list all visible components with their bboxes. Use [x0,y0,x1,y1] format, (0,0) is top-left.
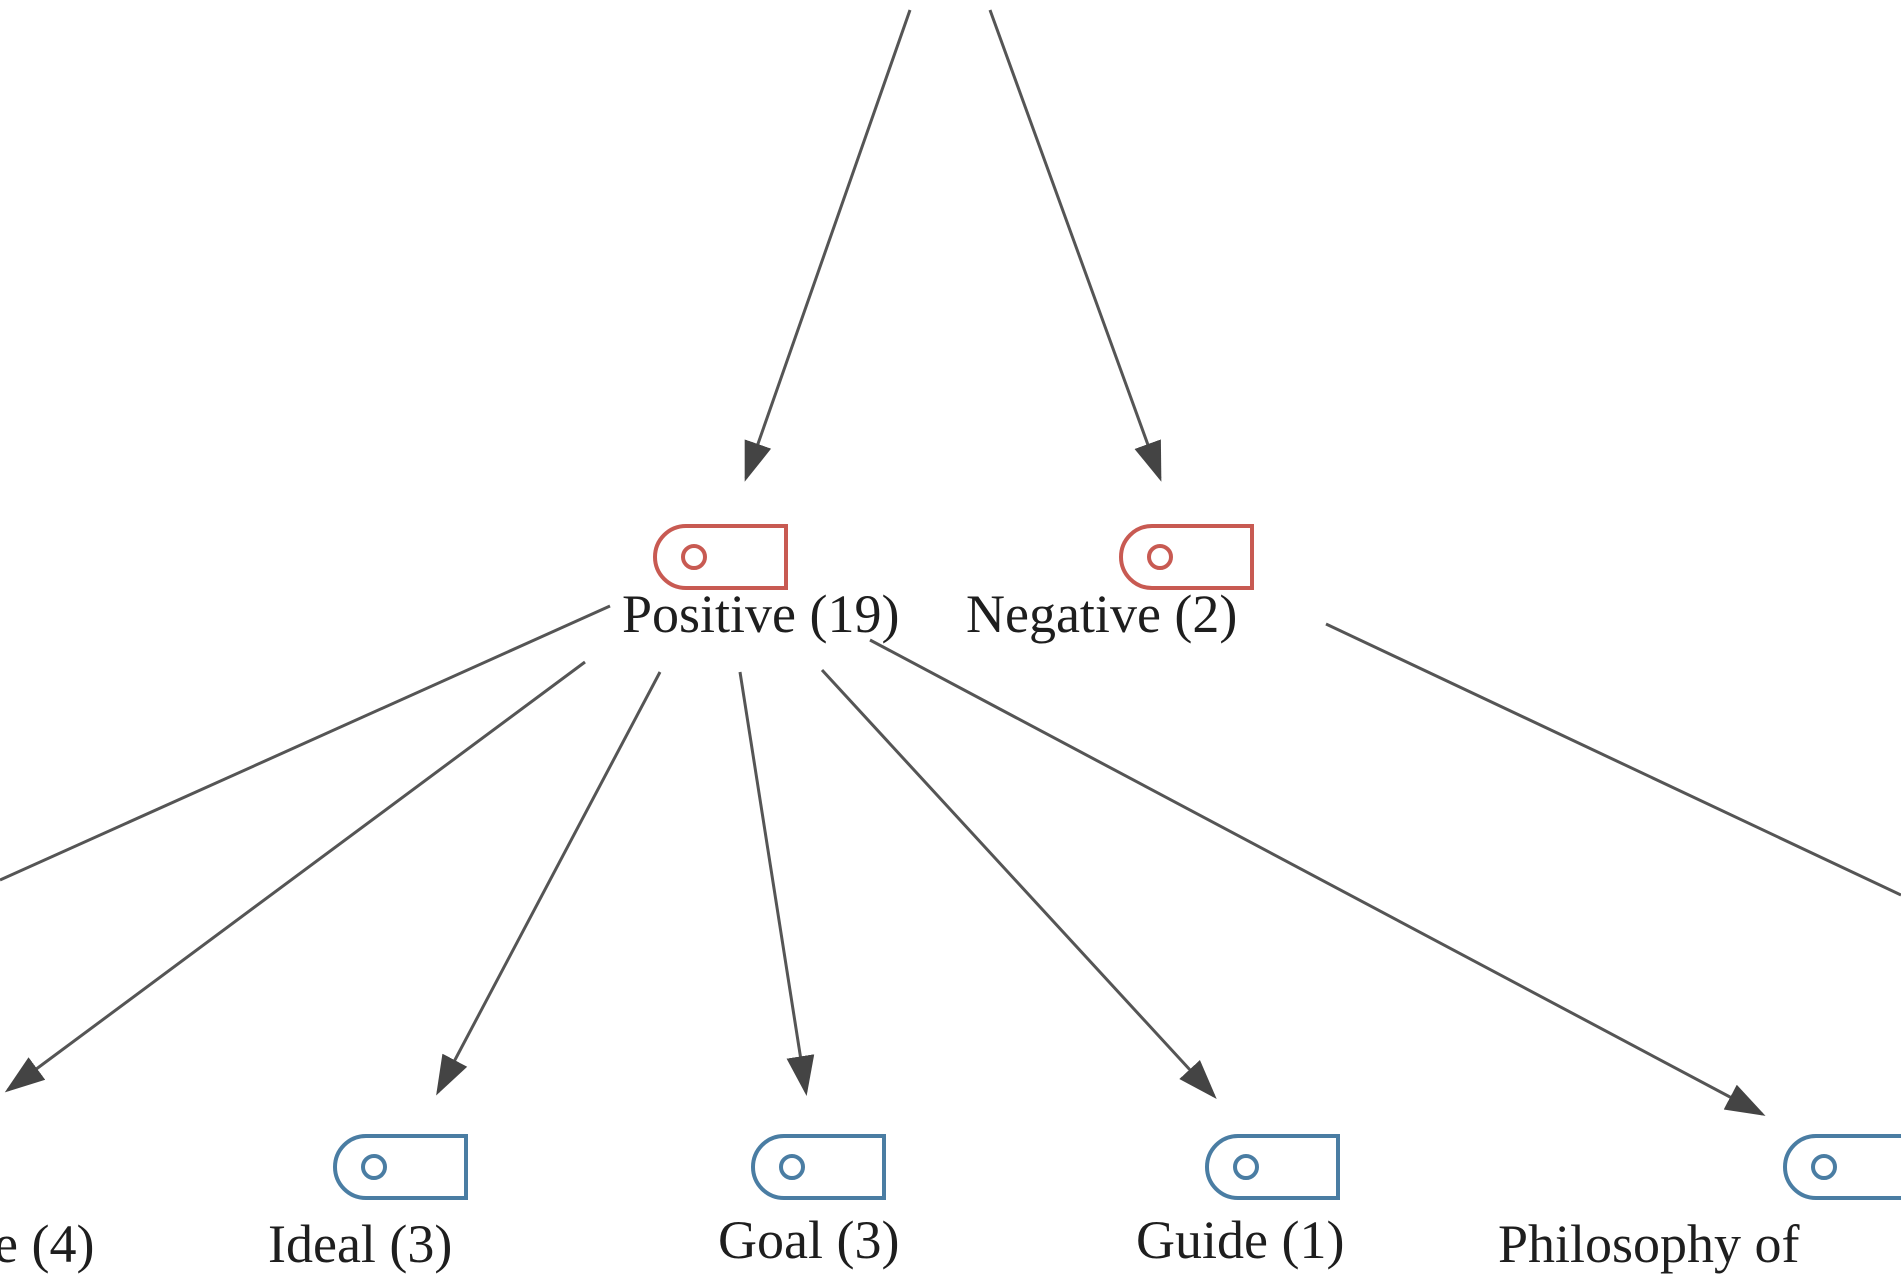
tag-icon [653,524,788,590]
tag-icon [751,1134,886,1200]
edge-positive-to-goal [738,671,815,1096]
edge-positive-to-left-clipped [4,660,586,1093]
node-label-left-clipped: e (4) [0,1214,94,1274]
edge-root-to-negative [988,9,1162,482]
edge-positive-to-philosophy [869,638,1766,1116]
node-label-positive: Positive (19) [622,584,900,644]
tag-icon [1119,524,1254,590]
tag-icon [333,1134,468,1200]
edge-positive-to-offscreen-left [0,604,611,882]
node-label-negative: Negative (2) [966,584,1237,644]
edge-root-to-positive [744,9,912,482]
node-label-guide: Guide (1) [1136,1210,1344,1270]
edge-negative-to-offscreen-right [1325,622,1901,897]
node-label-philosophy: Philosophy of [1498,1214,1800,1274]
node-label-ideal: Ideal (3) [268,1214,452,1274]
node-label-goal: Goal (3) [718,1210,899,1270]
edge-positive-to-guide [820,668,1217,1099]
tag-icon [1205,1134,1340,1200]
edge-positive-to-ideal [436,671,662,1096]
tag-icon [1783,1134,1901,1200]
